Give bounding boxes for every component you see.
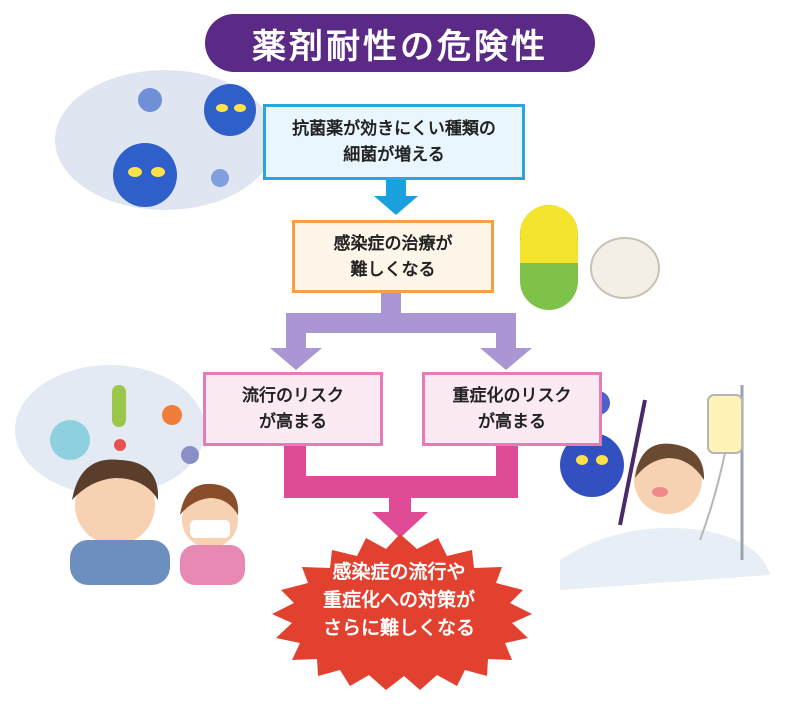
flow-step-spread-risk: 流行のリスク が高まる bbox=[203, 372, 383, 446]
arrow-purple-split bbox=[270, 293, 532, 370]
arrow-blue bbox=[374, 180, 418, 215]
flow-step-severity-risk: 重症化のリスク が高まる bbox=[422, 372, 602, 446]
tablet-pill-icon bbox=[590, 237, 660, 299]
germs-left-icon bbox=[50, 385, 199, 464]
flow-step-treatment-difficult: 感染症の治療が 難しくなる bbox=[292, 220, 494, 293]
sick-people-icon bbox=[70, 459, 245, 585]
flow-result-text: 感染症の流行や 重症化への対策が さらに難しくなる bbox=[322, 561, 475, 639]
sick-patient-icon bbox=[560, 385, 770, 590]
flow-step-bacteria-increase: 抗菌薬が効きにくい種類の 細菌が増える bbox=[263, 104, 525, 180]
result-burst-shape bbox=[272, 534, 532, 690]
arrow-pink-merge bbox=[284, 446, 518, 538]
blue-bacteria-icon bbox=[113, 84, 256, 207]
capsule-pill-icon bbox=[520, 205, 578, 310]
germ-cloud-bottom-left bbox=[15, 365, 205, 495]
page-title: 薬剤耐性の危険性 bbox=[205, 14, 595, 72]
